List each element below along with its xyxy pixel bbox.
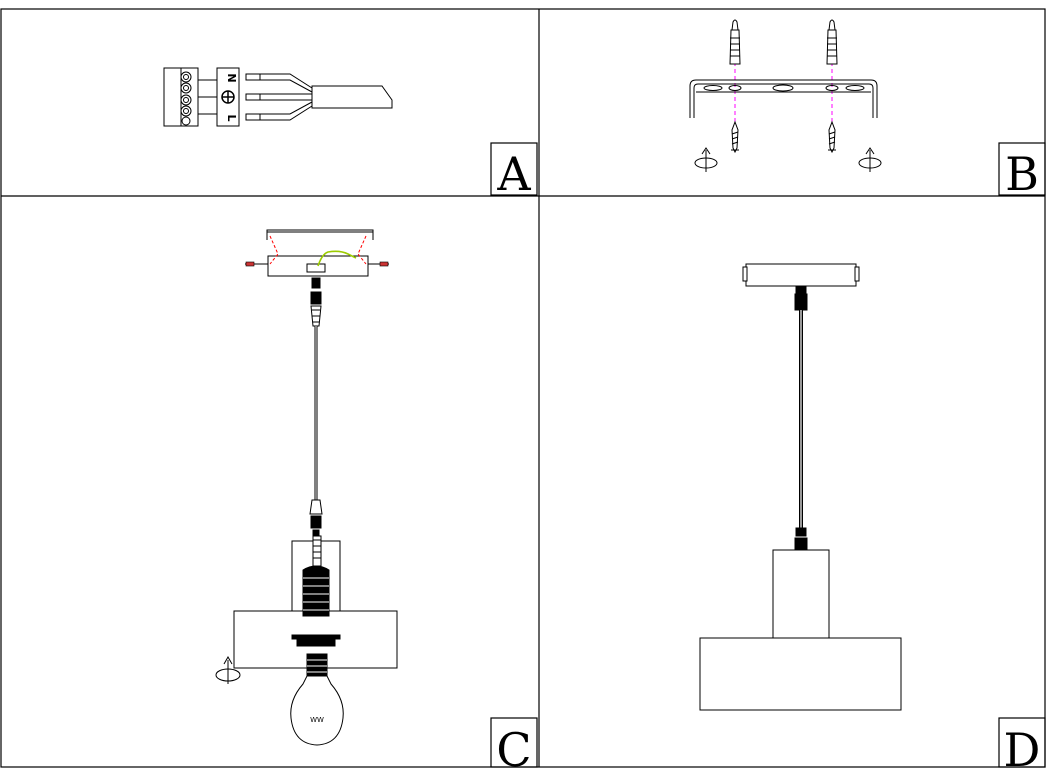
lamp-shade (699, 637, 902, 711)
cable-sheath (311, 85, 393, 109)
canopy-guide-lines (269, 235, 367, 265)
earth-wire (317, 250, 357, 267)
panel-a: N L A (163, 67, 538, 201)
panel-d-letter-box (998, 717, 1046, 768)
panel-c: WW C (215, 229, 538, 768)
terminal-label-live: L (225, 114, 238, 121)
centerlines (734, 62, 833, 126)
cable-grip-bottom (309, 499, 323, 539)
panel-b: B (689, 19, 1046, 201)
terminal-label-neutral: N (225, 73, 238, 82)
panel-c-letter: C (496, 723, 531, 768)
mounting-bracket (689, 79, 878, 118)
light-bulb (290, 653, 344, 746)
screwdriver-rotate-icon-right (858, 147, 882, 172)
panel-b-letter-box (998, 142, 1046, 196)
screw-left (731, 120, 739, 154)
wall-plug-left (729, 19, 741, 65)
cable-grip-bottom-d (794, 527, 808, 551)
panel-a-letter: A (496, 147, 531, 201)
ceiling-canopy (742, 263, 860, 287)
cable-grip-top-d (794, 286, 808, 311)
panel-a-letter-box (490, 142, 538, 196)
panel-d: D (699, 263, 1046, 768)
cable-wires (245, 73, 313, 121)
socket-cover (772, 549, 830, 639)
screw-right (828, 120, 836, 154)
shade-ring (291, 634, 341, 647)
panel-d-letter: D (1004, 723, 1041, 768)
screwdriver-rotate-icon-left (694, 147, 718, 172)
terminal-block (163, 67, 240, 127)
lamp-socket-housing (291, 535, 341, 617)
earth-symbol-icon (221, 90, 235, 104)
canopy-side-screws (245, 261, 389, 267)
ceiling-canopy-exploded (245, 229, 389, 277)
cable-grip-top (310, 277, 322, 327)
wall-plug-right (826, 19, 838, 65)
screwdriver-rotate-icon-c (215, 655, 241, 684)
panel-b-letter: B (1005, 147, 1039, 201)
bulb-marking: WW (310, 716, 324, 724)
panel-c-letter-box (490, 717, 538, 768)
